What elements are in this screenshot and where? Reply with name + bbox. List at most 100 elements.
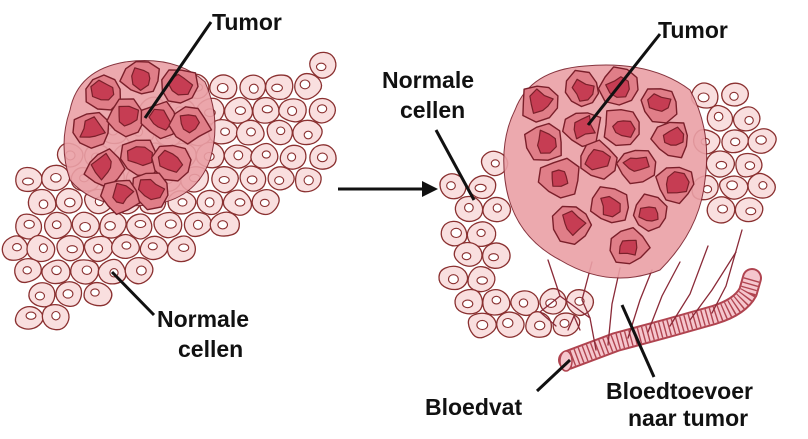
tumor-cell	[640, 88, 678, 124]
cell-nucleus	[730, 137, 741, 147]
blood-vessel-group	[558, 268, 762, 372]
cell-nucleus	[79, 221, 91, 233]
cell-nucleus	[261, 150, 271, 159]
normal-cell	[266, 119, 293, 146]
capillary	[547, 259, 597, 351]
normal-cell	[43, 211, 73, 240]
right-tumor-cell-cluster	[522, 66, 695, 265]
tumor-cell	[580, 139, 618, 180]
cell-nucleus	[12, 243, 22, 252]
tumor-cell	[100, 179, 141, 216]
cell-nucleus	[492, 203, 502, 213]
normal-cell	[294, 72, 323, 100]
normal-cell	[278, 98, 307, 123]
leader-left-tumor	[143, 21, 213, 119]
cell-nucleus	[315, 62, 327, 72]
normal-cell	[467, 312, 497, 339]
tumor-cell	[615, 149, 657, 185]
normal-cell	[70, 259, 100, 285]
cell-nucleus	[134, 219, 147, 229]
tumor-cell	[551, 205, 593, 245]
cell-nucleus	[233, 150, 244, 161]
normal-cell	[279, 144, 307, 170]
tumor-cell	[609, 227, 651, 265]
cell-nucleus	[316, 104, 328, 114]
tumor-nucleus	[131, 67, 151, 91]
cell-nucleus	[22, 266, 32, 275]
cell-nucleus	[38, 199, 49, 210]
normal-cell	[209, 74, 238, 100]
tumor-nucleus	[622, 156, 650, 172]
cell-nucleus	[261, 105, 273, 114]
cell-nucleus	[476, 276, 488, 285]
normal-cell	[732, 106, 761, 132]
normal-cell	[55, 281, 83, 308]
normal-cell	[126, 213, 153, 240]
normal-cell	[454, 195, 484, 223]
normal-cell	[1, 235, 29, 261]
normal-cell	[41, 303, 70, 331]
cell-nucleus	[246, 127, 256, 137]
cell-nucleus	[726, 180, 738, 191]
normal-cell	[309, 51, 337, 79]
normal-cell	[196, 189, 224, 216]
normal-cell	[552, 312, 581, 337]
normal-cell	[166, 235, 196, 263]
normal-cell	[71, 211, 100, 239]
label-right-tumor: Tumor	[658, 17, 728, 43]
label-left-normal-line1: Normale	[157, 306, 249, 332]
tumor-nucleus	[537, 129, 557, 154]
cell-nucleus	[502, 317, 514, 329]
normal-cell	[41, 259, 71, 285]
normal-cell	[83, 235, 114, 263]
normal-cell	[83, 281, 113, 307]
capillary	[538, 295, 561, 327]
tumor-nucleus	[529, 88, 554, 114]
normal-cell	[735, 152, 763, 178]
normal-cell	[223, 96, 254, 124]
cell-nucleus	[490, 159, 500, 168]
tumor-nucleus	[157, 149, 184, 173]
cell-nucleus	[474, 183, 487, 193]
cell-nucleus	[177, 198, 188, 207]
normal-cell	[250, 142, 279, 169]
normal-cell	[706, 104, 734, 132]
cell-nucleus	[316, 152, 328, 163]
normal-cell	[14, 258, 42, 284]
cell-nucleus	[38, 243, 48, 254]
cell-nucleus	[729, 91, 739, 101]
cell-nucleus	[81, 265, 93, 275]
cell-nucleus	[271, 83, 283, 93]
cell-nucleus	[22, 177, 34, 186]
normal-cell	[252, 96, 280, 124]
normal-cell	[438, 265, 469, 291]
tumor-cell	[119, 139, 162, 177]
normal-cell	[235, 119, 265, 146]
normal-cell	[467, 266, 496, 293]
cell-nucleus	[534, 320, 546, 331]
capillary	[607, 267, 621, 346]
tumor-cell	[632, 193, 668, 232]
normal-cell	[41, 164, 71, 192]
cell-nucleus	[25, 311, 37, 320]
tumor-nucleus	[647, 93, 672, 112]
normal-cell	[294, 167, 322, 193]
cell-nucleus	[217, 220, 229, 230]
tumor-nucleus	[662, 126, 685, 146]
tumor-nucleus	[112, 182, 135, 205]
tumor-nucleus	[90, 79, 115, 101]
tumor-cell	[151, 144, 192, 182]
cell-nucleus	[64, 197, 76, 208]
cell-nucleus	[274, 176, 285, 185]
normal-cell	[222, 189, 253, 216]
cell-nucleus	[559, 318, 570, 328]
normal-cell	[482, 196, 512, 223]
cell-nucleus	[518, 298, 529, 308]
capillary	[647, 261, 681, 333]
cell-nucleus	[234, 198, 246, 207]
normal-cell	[267, 166, 295, 191]
leader-right-tumor	[586, 33, 662, 126]
tumor-cell	[119, 60, 160, 95]
normal-cell	[26, 234, 56, 263]
cell-nucleus	[464, 202, 474, 213]
